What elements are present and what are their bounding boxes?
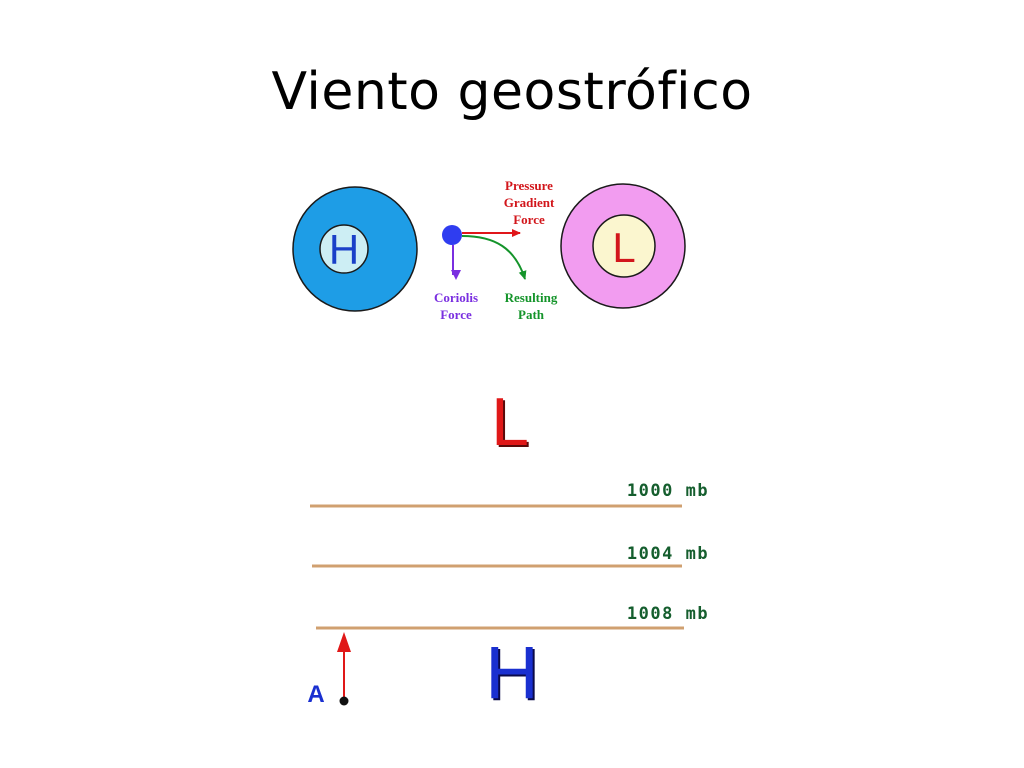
parcel-a-arrow: A — [307, 632, 351, 708]
parcel-label: A — [307, 681, 324, 708]
pgf-line-1: Pressure — [505, 178, 553, 193]
low-pressure-letter: L L — [491, 384, 531, 462]
parcel-dot — [339, 696, 349, 706]
low-label: L — [612, 224, 635, 271]
high-letter: H — [485, 631, 538, 714]
resulting-path-arrow — [461, 235, 527, 280]
low-letter-shadow: L — [493, 386, 531, 462]
pressure-gradient-label: Pressure Gradient Force — [504, 178, 555, 227]
svg-text:L: L — [493, 386, 531, 462]
path-line-1: Resulting — [505, 290, 558, 305]
bottom-diagram: L L 1000 mb 1004 mb 1008 mb H H A — [307, 384, 709, 716]
resulting-path-label: Resulting Path — [505, 290, 558, 322]
coriolis-line-2: Force — [440, 307, 472, 322]
upward-arrow-head — [337, 632, 351, 652]
high-label: H — [329, 226, 359, 273]
pgf-line-2: Gradient — [504, 195, 555, 210]
low-pressure-circle: L — [560, 183, 686, 309]
coriolis-line-1: Coriolis — [434, 290, 478, 305]
high-pressure-circle: H — [292, 186, 418, 312]
isobar-label-1000: 1000 mb — [627, 481, 709, 501]
air-parcel — [442, 225, 462, 245]
coriolis-label: Coriolis Force — [434, 290, 478, 322]
slide-title: Viento geostrófico — [271, 62, 753, 122]
isobar-label-1008: 1008 mb — [627, 604, 709, 624]
isobar-label-1004: 1004 mb — [627, 544, 709, 564]
high-pressure-letter: H H — [485, 631, 540, 716]
high-letter-shadow: H — [487, 633, 540, 716]
low-letter: L — [491, 384, 529, 460]
top-diagram: H L Pressure Gradient Force Coriolis For… — [292, 178, 686, 322]
pgf-line-3: Force — [513, 212, 545, 227]
path-line-2: Path — [518, 307, 545, 322]
